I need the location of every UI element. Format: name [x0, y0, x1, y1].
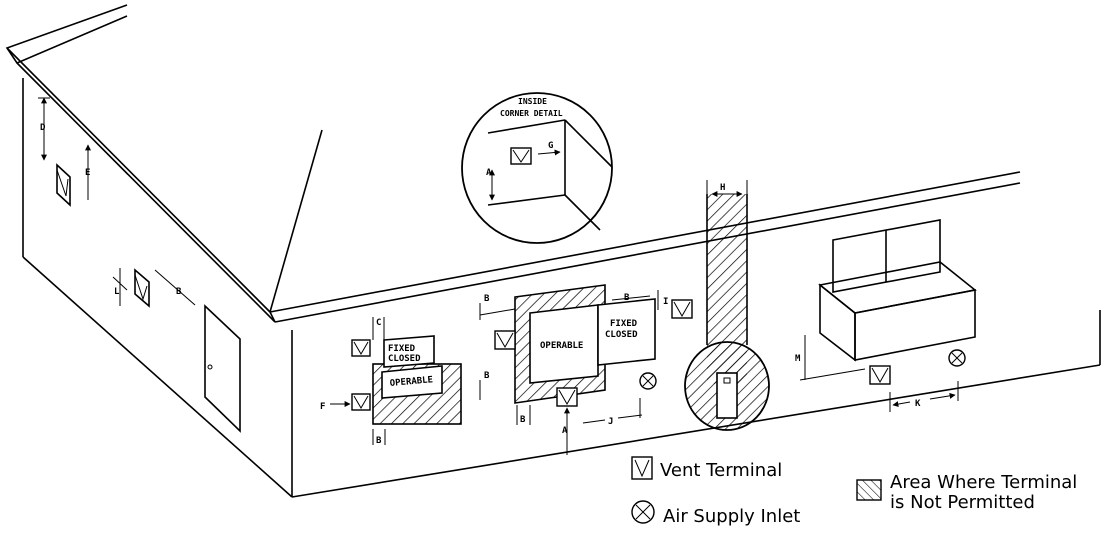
dim-b-bottom: B [520, 415, 526, 425]
dim-f: F [320, 402, 325, 412]
dim-b-side: B [484, 371, 490, 381]
detail-title-line1: INSIDE [518, 97, 547, 106]
dim-a-main: A [562, 426, 568, 436]
legend [631, 456, 882, 524]
dim-b-left: B [176, 287, 182, 297]
vent-terminal-icon [631, 456, 653, 480]
front-wall [291, 310, 1101, 498]
detail-title-line2: CORNER DETAIL [500, 109, 563, 118]
small-operable-label: OPERABLE [389, 375, 433, 389]
dim-c: C [376, 318, 381, 328]
legend-air-supply-inlet: Air Supply Inlet [663, 506, 800, 527]
dim-d: D [40, 123, 46, 133]
dim-m: M [795, 354, 801, 364]
dim-l: L [114, 287, 120, 297]
roof [5, 4, 1021, 323]
legend-not-permitted-line1: Area Where Terminal [890, 472, 1077, 493]
left-wall-vents [38, 97, 196, 308]
text-labels: INSIDE CORNER DETAIL FIXED CLOSED OPERAB… [40, 97, 1077, 527]
main-window-group [479, 284, 693, 455]
main-fixed-line2: CLOSED [605, 330, 638, 340]
inside-corner-detail [461, 92, 613, 244]
left-wall [22, 78, 293, 498]
small-fixed-line1: FIXED [388, 344, 416, 354]
legend-vent-terminal: Vent Terminal [660, 460, 782, 481]
dim-j: J [608, 417, 613, 427]
small-window-group [330, 317, 462, 445]
dim-b-right: B [624, 293, 630, 303]
main-operable-label: OPERABLE [540, 341, 583, 351]
legend-not-permitted-line2: is Not Permitted [890, 492, 1035, 513]
dim-a-detail: A [486, 168, 492, 178]
planter-box [799, 219, 977, 412]
dim-h: H [720, 183, 725, 193]
dim-b-small: B [376, 436, 382, 446]
dim-b-top: B [484, 294, 490, 304]
chimney-not-permitted-zone [684, 180, 770, 431]
dim-k: K [915, 399, 921, 409]
dim-i: I [663, 297, 668, 307]
small-fixed-line2: CLOSED [388, 354, 421, 364]
dim-e: E [85, 168, 90, 178]
dim-g: G [548, 141, 553, 151]
main-fixed-line1: FIXED [610, 319, 638, 329]
hatched-area-icon [856, 479, 882, 501]
